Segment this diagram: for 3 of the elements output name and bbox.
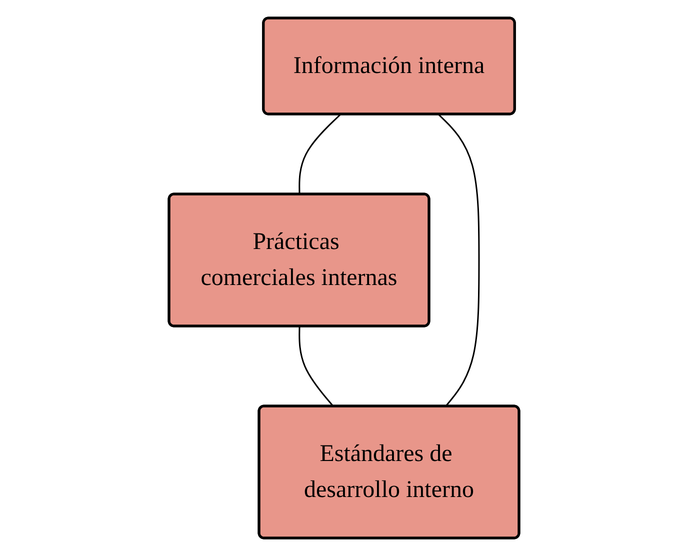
connector	[298, 114, 340, 195]
connector	[438, 114, 480, 407]
connector	[298, 326, 334, 407]
